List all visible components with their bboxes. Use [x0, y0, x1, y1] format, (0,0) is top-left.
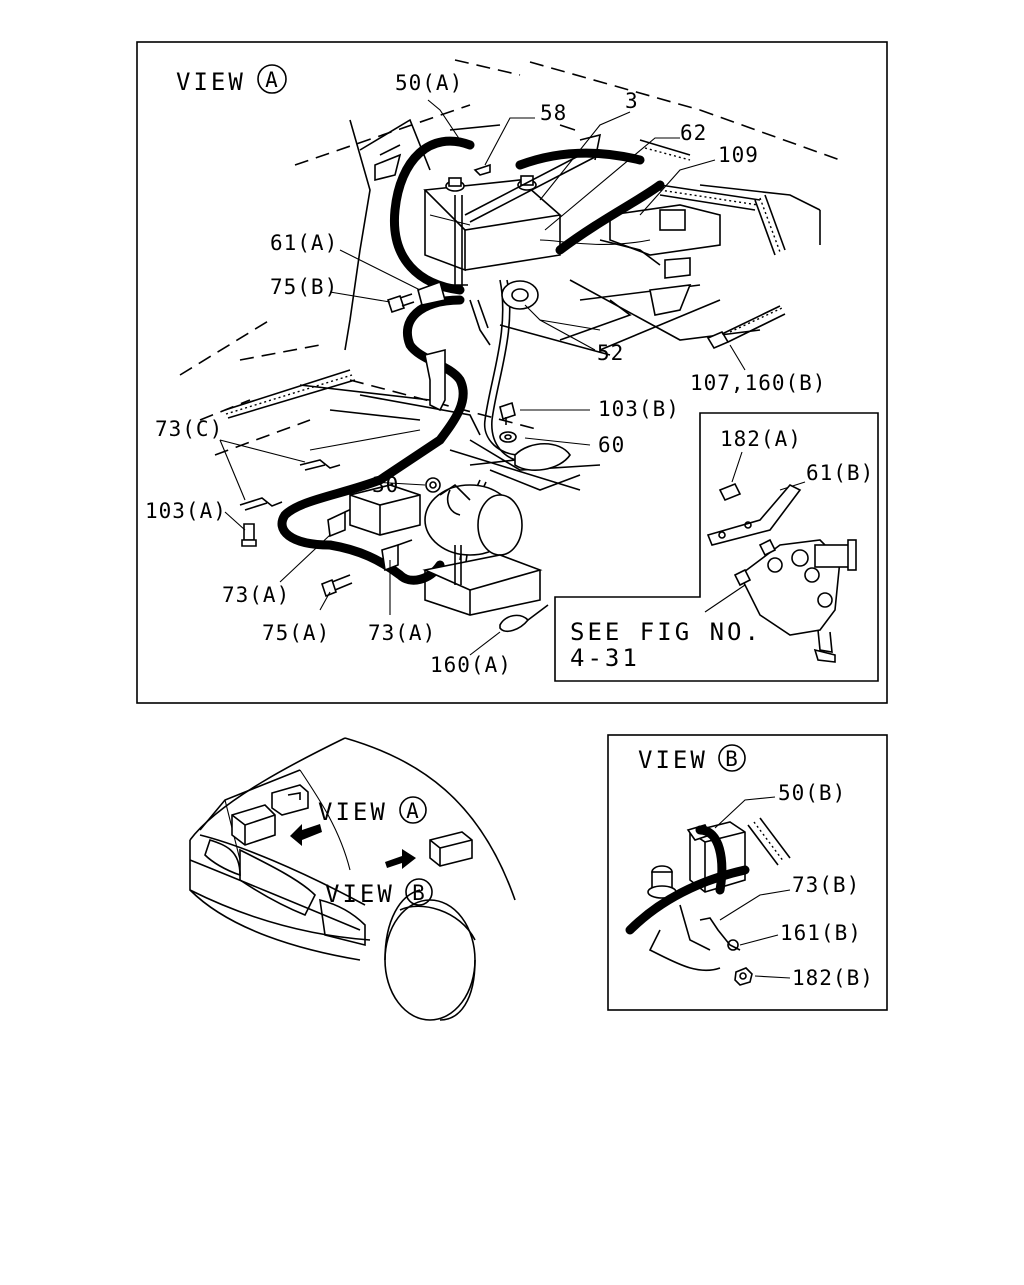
overview-view-b-circle	[405, 878, 433, 906]
overview-view-a-text: VIEW	[318, 798, 388, 826]
label-30: 30	[372, 473, 399, 497]
steering-gear-inset: 182(A) 61(B) SEE FIG NO. 4-31	[554, 412, 879, 682]
starter-assembly	[422, 483, 543, 616]
terminal-post	[647, 865, 677, 899]
vehicle-overview: VIEW A VIEW B	[189, 737, 516, 1021]
view-b-title-mark: B	[725, 747, 739, 771]
see-fig-line2: 4-31	[570, 644, 640, 672]
label-182b: 182(B)	[792, 966, 874, 990]
bolt-75a	[321, 574, 353, 598]
label-61b: 61(B)	[806, 461, 874, 485]
view-b-panel: VIEW B	[607, 734, 888, 1011]
view-a-title-circle	[257, 64, 287, 94]
label-103b: 103(B)	[598, 397, 680, 421]
view-a-panel: VIEW A	[136, 41, 888, 704]
label-160a: 160(A)	[430, 653, 512, 677]
clamp-73c-2	[239, 497, 283, 511]
frame-rails	[224, 124, 786, 419]
overview-view-a-mark: A	[406, 799, 420, 823]
clip-160a	[499, 604, 549, 632]
clamp-73a-2	[381, 539, 413, 572]
fuse-box	[599, 204, 721, 316]
wiring-harness	[277, 136, 665, 585]
label-73a-2: 73(A)	[368, 621, 436, 645]
view-a-labels: 50(A) 58 3 62 109 61(A) 75(B) 52 107,160…	[145, 71, 826, 677]
label-52: 52	[597, 341, 624, 365]
bolt-103a	[241, 523, 257, 547]
label-62: 62	[680, 121, 707, 145]
relay-bracket	[349, 484, 421, 536]
view-a-frame	[136, 41, 888, 704]
bracket-61a	[417, 280, 446, 306]
label-161b: 161(B)	[780, 921, 862, 945]
harness-bracket	[424, 348, 446, 412]
clamp-73c-1	[299, 459, 341, 471]
label-182a: 182(A)	[720, 427, 802, 451]
view-b-title-text: VIEW	[638, 746, 708, 774]
label-3: 3	[625, 89, 639, 113]
label-107-160b: 107,160(B)	[690, 371, 826, 395]
inset-frame	[554, 412, 879, 682]
label-58: 58	[540, 101, 567, 125]
nut-30	[425, 477, 441, 493]
overview-view-b-text: VIEW	[325, 880, 395, 908]
clip-60	[489, 443, 581, 491]
label-50b: 50(B)	[778, 781, 846, 805]
label-50a: 50(A)	[395, 71, 463, 95]
label-75a: 75(A)	[262, 621, 330, 645]
see-fig-line1: SEE FIG NO.	[570, 618, 762, 646]
label-60: 60	[598, 433, 625, 457]
bolt-103b	[499, 401, 517, 443]
battery	[423, 163, 562, 290]
label-73b: 73(B)	[792, 873, 860, 897]
ground-cable-clamp	[501, 280, 539, 310]
view-b-frame	[607, 734, 888, 1011]
view-a-title-text: VIEW	[176, 68, 246, 96]
cable-tie-107-160b	[706, 305, 786, 350]
leader-lines	[219, 99, 746, 656]
overview-view-a-circle	[399, 796, 427, 824]
overview-view-b-mark: B	[412, 881, 426, 905]
label-73a-1: 73(A)	[222, 583, 290, 607]
bolt-75b	[386, 293, 415, 314]
label-73c: 73(C)	[155, 417, 223, 441]
view-a-title-mark: A	[265, 68, 279, 92]
view-b-title-circle	[718, 744, 746, 772]
label-61a: 61(A)	[270, 231, 338, 255]
label-103a: 103(A)	[145, 499, 227, 523]
label-75b: 75(B)	[270, 275, 338, 299]
label-109: 109	[718, 143, 759, 167]
